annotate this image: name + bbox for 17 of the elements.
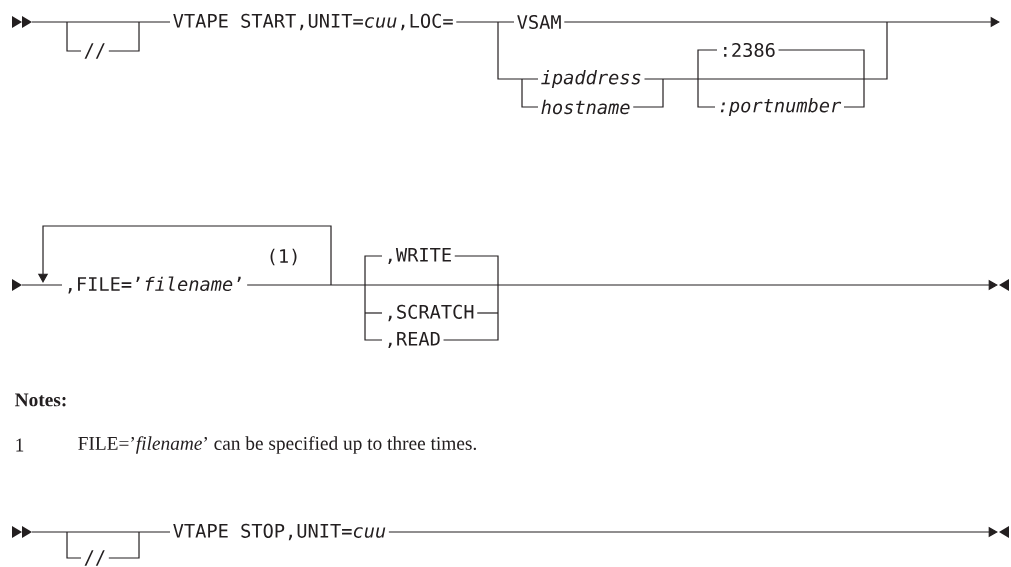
syntax-token: VSAM <box>517 14 561 30</box>
syntax-token: ipaddress <box>541 69 641 89</box>
syntax-token: :portnumber <box>720 97 842 117</box>
note-number: 1 <box>16 438 24 452</box>
syntax-token: hostname <box>541 99 630 115</box>
syntax-token: ,SCRATCH <box>388 304 474 322</box>
notes-heading: Notes: <box>15 393 66 407</box>
syntax-token: ,READ <box>388 331 440 349</box>
syntax-token: VTAPE STOP,UNIT=cuu <box>173 523 386 541</box>
syntax-token: VTAPE START,UNIT=cuu,LOC= <box>173 13 453 31</box>
syntax-token: // <box>84 550 105 566</box>
note-text: FILE=’filename’ can be specified up to three times. <box>78 436 476 454</box>
footnote-reference: (1) <box>270 248 297 266</box>
syntax-token: :2386 <box>724 42 775 58</box>
syntax-token: // <box>84 43 105 59</box>
syntax-token: ,FILE=’filename’ <box>68 276 241 294</box>
syntax-token: ,WRITE <box>388 247 451 265</box>
